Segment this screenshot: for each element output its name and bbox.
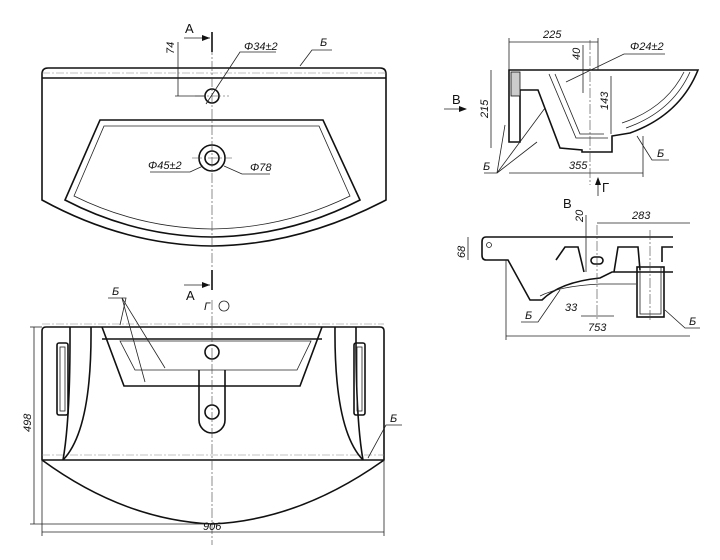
section-front-wall	[625, 71, 691, 129]
rotate-icon	[218, 300, 230, 312]
hatched-area	[510, 71, 521, 97]
section-mark-top: А	[185, 21, 194, 36]
leader	[496, 124, 506, 174]
dim-20: 20	[574, 209, 586, 223]
label-b-top: Б	[112, 286, 119, 298]
arrow-head	[202, 35, 210, 41]
dim-143: 143	[599, 91, 611, 110]
dim-height: 498	[22, 413, 34, 432]
side-curve-left-inner	[62, 326, 92, 461]
dim-355: 355	[569, 160, 588, 172]
drain-pipe	[636, 266, 665, 318]
leader	[496, 141, 538, 174]
section-outline	[508, 69, 700, 153]
view-label-v: В	[563, 196, 572, 211]
view-label-g: Г	[204, 301, 211, 313]
side-outline	[481, 236, 673, 301]
label-b-right: Б	[390, 413, 397, 425]
arrow-head	[202, 282, 210, 288]
dim-hole-top: Φ34±2	[244, 41, 278, 53]
side-view: В 68 20 283 33 753 Б Б	[456, 196, 700, 340]
leader	[484, 107, 546, 174]
bottom-view: Г Б Б 498 906	[22, 286, 402, 545]
slot-left-inner	[59, 346, 66, 412]
leader	[223, 165, 270, 175]
dim-40: 40	[571, 47, 583, 60]
leader	[205, 51, 276, 105]
bowl-outline	[63, 119, 362, 238]
leader	[150, 165, 204, 173]
side-ribs	[555, 246, 673, 273]
slot-left	[56, 342, 69, 416]
drain-pipe-inner	[639, 266, 662, 315]
dim-hole: Φ24±2	[630, 41, 664, 53]
leader	[565, 53, 665, 83]
section-inner-wall	[548, 73, 608, 139]
label-b-right: Б	[689, 316, 696, 328]
arrow-head	[595, 177, 601, 185]
dim-753: 753	[588, 322, 607, 334]
top-view: А 74 Φ34±2 Б Φ45±2 Φ78 А	[41, 21, 387, 303]
label-b-right: Б	[657, 148, 664, 160]
dim-68: 68	[456, 245, 468, 258]
section-mark-bottom: А	[186, 288, 195, 303]
dim-74: 74	[165, 42, 177, 54]
dim-width: 906	[203, 521, 222, 533]
side-base-line	[539, 283, 636, 297]
bottom-view-outline	[41, 326, 385, 525]
section-inner-wall	[554, 73, 604, 135]
leader	[664, 309, 700, 329]
leader	[299, 49, 332, 67]
top-view-outline	[41, 67, 387, 247]
dim-215: 215	[479, 99, 491, 119]
bowl-inner	[119, 340, 312, 371]
section-front-wall	[621, 71, 685, 124]
dim-225: 225	[542, 29, 562, 41]
leader	[521, 289, 561, 323]
slot-right	[353, 342, 366, 416]
side-curve-right-inner	[334, 326, 364, 461]
side-curve-right	[355, 327, 364, 461]
leader	[636, 135, 669, 161]
view-arrow-v: В	[452, 92, 461, 107]
mount-hole	[486, 242, 492, 248]
dim-33: 33	[565, 302, 578, 314]
slot-right-inner	[356, 346, 363, 412]
label-b-left: Б	[483, 161, 490, 173]
leader	[367, 424, 402, 459]
leader	[121, 297, 166, 369]
leader	[108, 297, 127, 326]
dim-283: 283	[631, 210, 651, 222]
leader	[121, 297, 146, 383]
section-view: 225 40 Φ24±2 В 215 143 355 Б Б Г	[444, 29, 700, 196]
dim-drain-outer: Φ78	[250, 162, 272, 174]
label-b-left: Б	[525, 310, 532, 322]
dim-drain-inner: Φ45±2	[148, 160, 182, 172]
arrow-head	[459, 106, 467, 112]
label-b-top: Б	[320, 37, 327, 49]
view-arrow-g: Г	[602, 180, 609, 195]
